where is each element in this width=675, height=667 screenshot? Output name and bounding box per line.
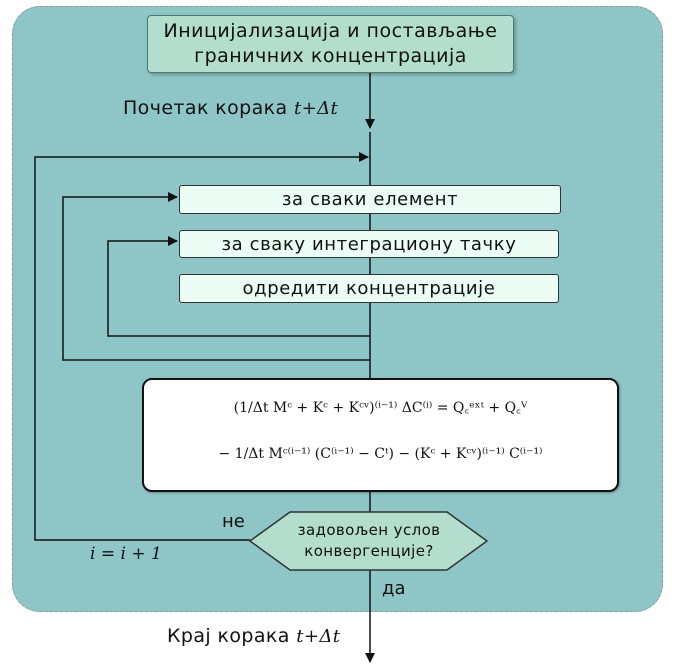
start-time-step: t+Δt	[294, 98, 339, 119]
condition-diamond	[248, 511, 489, 571]
condition-line-1: задовољен услов	[297, 521, 441, 539]
connector-point-loop	[107, 236, 370, 337]
determine-concentrations-box: одредити концентрације	[179, 274, 559, 303]
condition-line-2: конвергенције?	[304, 542, 434, 560]
each-element-box: за сваки елемент	[179, 185, 561, 214]
equation-line-1: (1/Δt Mᶜ + Kᶜ + Kᶜᵛ)⁽ⁱ⁻¹⁾ ΔC⁽ⁱ⁾ = Q꜀ᵉˣᵗ …	[233, 400, 528, 416]
convergence-condition: задовољен услов конвергенције?	[252, 512, 486, 570]
start-step-label: Почетак корака t+Δt	[123, 97, 338, 119]
end-step-label: Крај корака t+Δt	[167, 625, 340, 647]
process-panel	[12, 6, 663, 612]
equation-line-2: − 1/Δt Mᶜ⁽ⁱ⁻¹⁾ (C⁽ⁱ⁻¹⁾ − Cᵗ) − (Kᶜ + Kᶜᵛ…	[218, 446, 543, 462]
start-text: Почетак корака	[123, 97, 288, 119]
end-time-step: t+Δt	[296, 626, 341, 647]
init-line-2: граничних концентрација	[194, 45, 467, 67]
each-point-box: за сваку интеграциону тачку	[179, 230, 559, 258]
equation-box: (1/Δt Mᶜ + Kᶜ + Kᶜᵛ)⁽ⁱ⁻¹⁾ ΔC⁽ⁱ⁾ = Q꜀ᵉˣᵗ …	[142, 378, 619, 492]
init-box: Иницијализација и постављање граничних к…	[147, 15, 514, 73]
connector-element-loop	[62, 192, 370, 361]
no-label: не	[222, 511, 245, 532]
end-text: Крај корака	[167, 625, 290, 647]
init-line-1: Иницијализација и постављање	[163, 20, 498, 42]
connector-iteration-loop	[34, 152, 369, 541]
yes-label: да	[382, 578, 406, 599]
iteration-label: i = i + 1	[90, 544, 162, 564]
